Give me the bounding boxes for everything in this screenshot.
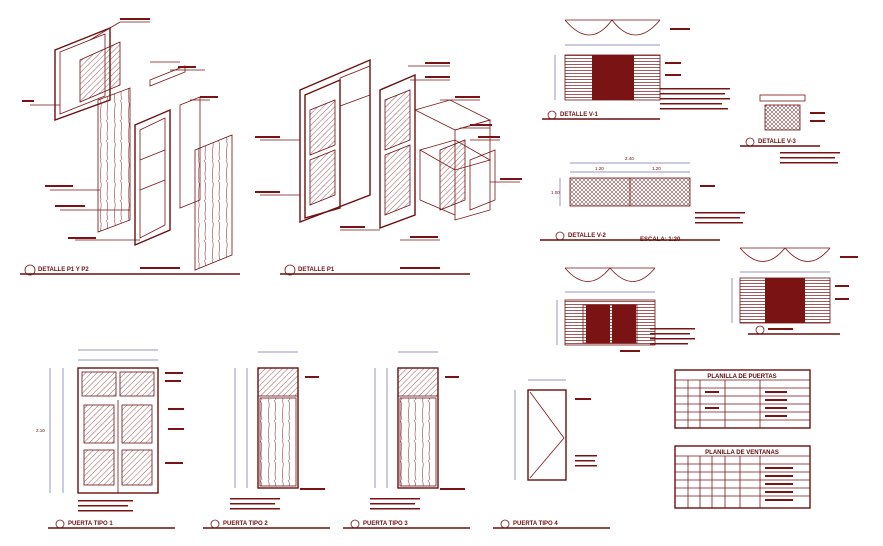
p1-frame — [299, 58, 371, 224]
v2-dim-total: 2.40 — [625, 156, 634, 161]
title-door-p2: PUERTA TIPO 2 — [223, 521, 268, 527]
door-type-4: PUERTA TIPO 4 — [493, 379, 610, 529]
exploded-detail-p1-p2: DETALLE P1 Y P2 — [20, 18, 240, 276]
p1-dim-height: 2.10 — [36, 428, 45, 433]
window-elevation-b — [556, 267, 695, 352]
title-door-p4: PUERTA TIPO 4 — [513, 521, 558, 527]
window-elevation-c — [731, 247, 858, 335]
door-type-3: PUERTA TIPO 3 — [343, 351, 470, 529]
door-schedule-title: PLANILLA DE PUERTAS — [707, 374, 776, 380]
title-detail-v3: DETALLE V-3 — [758, 139, 797, 145]
v2-dim-half-a: 1.20 — [595, 166, 604, 171]
title-door-p3: PUERTA TIPO 3 — [363, 521, 408, 527]
v2-dim-half-b: 1.20 — [652, 166, 661, 171]
title-detail-p1: DETALLE P1 — [298, 267, 335, 273]
door-schedule-table: PLANILLA DE PUERTAS — [674, 369, 811, 429]
door-leaf-a — [97, 87, 131, 233]
door-type-1: 2.10 PUERTA TIPO 1 — [36, 349, 184, 529]
v1-notes — [660, 88, 730, 110]
window-schedule-title: PLANILLA DE VENTANAS — [705, 450, 779, 456]
door-leaf-b — [194, 134, 233, 271]
detail-v3: DETALLE V-3 — [740, 94, 840, 164]
detail-v1: DETALLE V-1 — [542, 19, 730, 120]
detail-v2: 2.40 1.20 1.20 1.00 DETALLE V-2 ESCALA: … — [540, 156, 745, 243]
title-detail-v1: DETALLE V-1 — [560, 112, 599, 118]
title-detail-v2: DETALLE V-2 — [568, 233, 607, 239]
v2-dim-height: 1.00 — [551, 190, 560, 195]
scale-label: ESCALA: 1:20 — [640, 237, 681, 243]
p1-leaf — [379, 73, 416, 230]
title-detail-p1-p2: DETALLE P1 Y P2 — [38, 267, 89, 273]
door-type-2: PUERTA TIPO 2 — [203, 351, 330, 529]
title-door-p1: PUERTA TIPO 1 — [68, 521, 113, 527]
glass-panel — [79, 41, 121, 103]
exploded-detail-p1: DETALLE P1 — [255, 58, 522, 276]
door-frame — [134, 108, 171, 247]
window-schedule-table: PLANILLA DE VENTANAS — [674, 445, 811, 509]
